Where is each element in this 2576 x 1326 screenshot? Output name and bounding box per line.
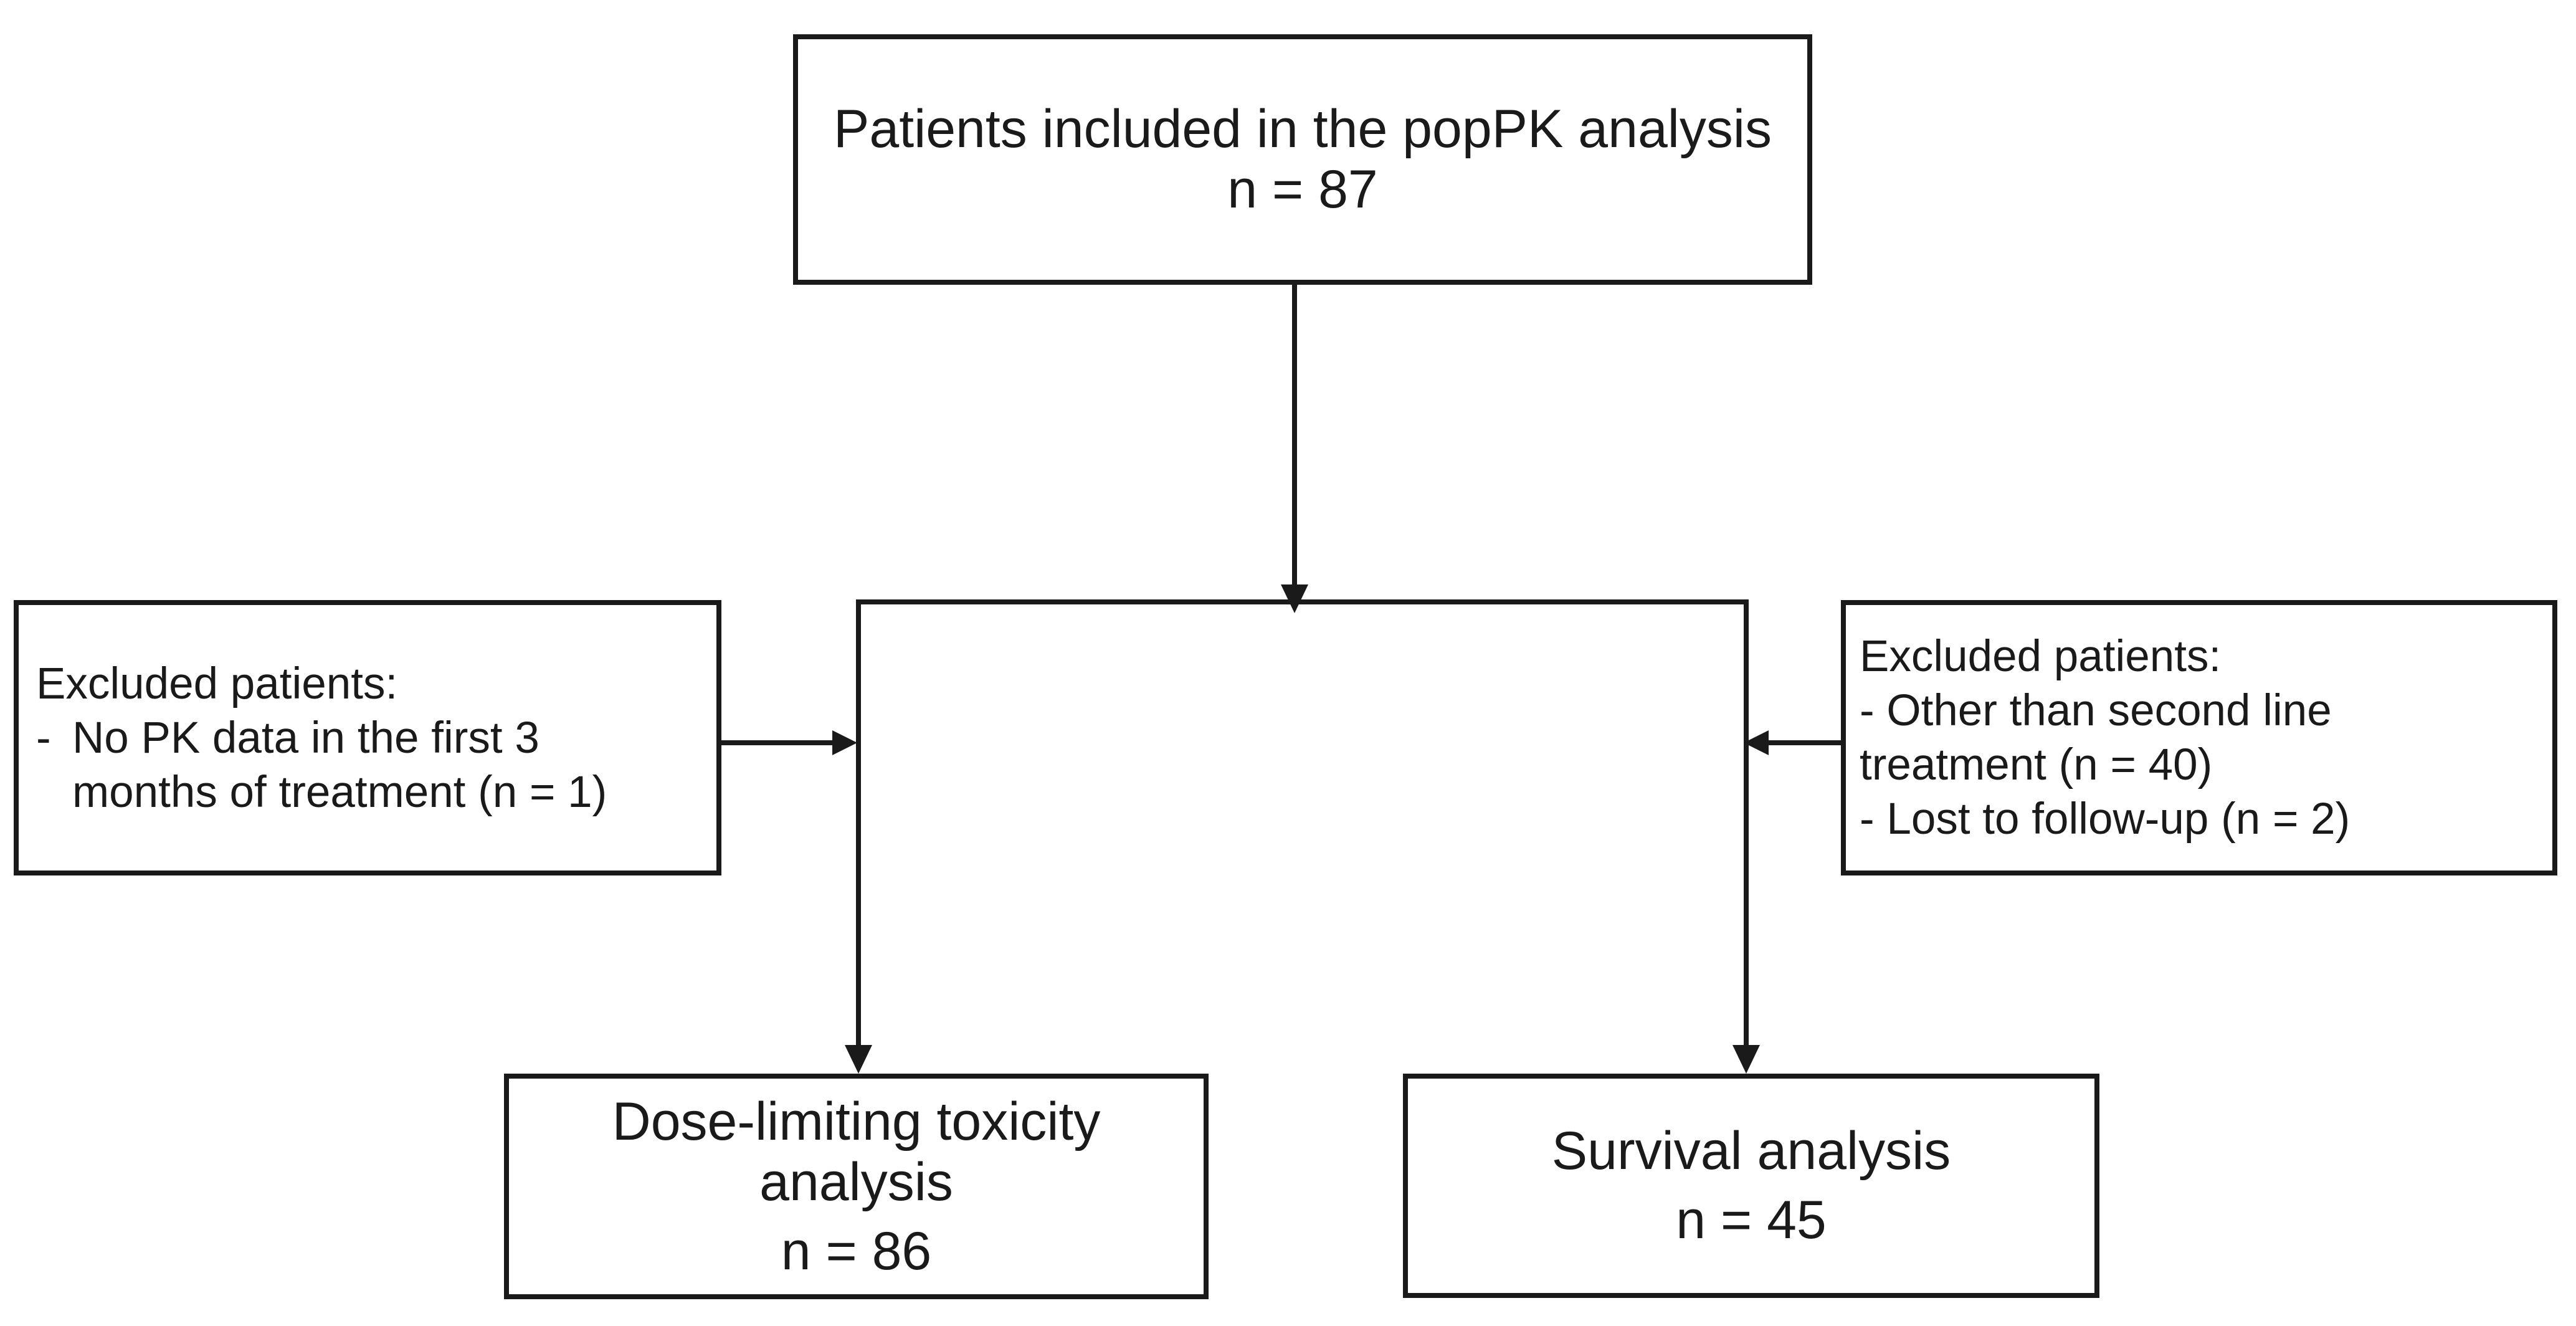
dlt-analysis-count: n = 86 [781, 1221, 932, 1281]
poppk-population-count: n = 87 [1227, 160, 1378, 219]
left-arrow-icon [1744, 730, 1769, 755]
dlt-analysis-label-line1: Dose-limiting toxicity [612, 1091, 1101, 1152]
left-branch-connector [856, 602, 861, 1046]
down-arrow-icon [845, 1045, 872, 1074]
right-arrow-icon [832, 730, 857, 755]
left-exclusion-bullet: - No PK data in the first 3 months of tr… [36, 711, 710, 819]
survival-analysis-label: Survival analysis [1551, 1121, 1951, 1181]
right-branch-connector [1744, 602, 1749, 1046]
right-exclusion-box: Excluded patients: - Other than second l… [1841, 600, 2557, 875]
top-box-down-connector [1292, 285, 1297, 584]
poppk-population-label: Patients included in the popPK analysis [834, 99, 1772, 159]
bullet-dash: - [36, 713, 51, 763]
right-exclusion-reason1-line1: - Other than second line [1860, 686, 2332, 735]
right-exclusion-title: Excluded patients: [1860, 632, 2222, 681]
left-exclusion-reason: No PK data in the first 3 months of trea… [72, 711, 710, 819]
poppk-population-box: Patients included in the popPK analysis … [793, 34, 1812, 285]
down-arrow-icon [1732, 1045, 1760, 1074]
left-exclusion-arrow-line [721, 740, 835, 745]
left-exclusion-title: Excluded patients: [36, 659, 398, 708]
dlt-analysis-label-line2: analysis [759, 1152, 953, 1212]
right-exclusion-reason1-line2: treatment (n = 40) [1860, 740, 2213, 789]
survival-analysis-count: n = 45 [1676, 1190, 1827, 1250]
right-exclusion-reason2: - Lost to follow-up (n = 2) [1860, 794, 2350, 844]
down-arrow-icon [1281, 584, 1308, 613]
survival-analysis-box: Survival analysis n = 45 [1403, 1074, 2099, 1298]
left-exclusion-box: Excluded patients: - No PK data in the f… [14, 600, 721, 875]
left-exclusion-reason-line2: months of treatment (n = 1) [72, 767, 607, 817]
right-exclusion-arrow-line [1769, 740, 1841, 745]
dlt-analysis-box: Dose-limiting toxicity analysis n = 86 [504, 1074, 1209, 1299]
split-bar-connector [856, 599, 1749, 604]
left-exclusion-reason-line1: No PK data in the first 3 [72, 713, 539, 763]
